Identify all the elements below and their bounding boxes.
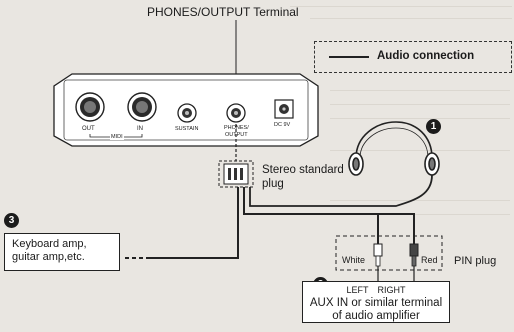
phones-label-line2: OUTPUT <box>225 132 248 138</box>
stereo-standard-plug-icon <box>218 160 254 188</box>
red-pin-plug-icon <box>409 243 419 267</box>
pin-plug-label: PIN plug <box>454 255 497 267</box>
amplifier-box: LEFT RIGHT AUX IN or similar terminal of… <box>302 281 450 323</box>
dc-label: DC 9V <box>274 122 291 128</box>
stereo-plug-label-line2: plug <box>262 178 284 190</box>
badge-3: 3 <box>4 213 19 228</box>
cable-to-amplifier <box>243 187 379 244</box>
keyboard-amp-box: Keyboard amp, guitar amp,etc. <box>4 233 120 271</box>
legend-box: Audio connection <box>314 41 512 73</box>
headphones-icon <box>348 121 440 176</box>
keyboard-amp-line1: Keyboard amp, <box>12 238 87 250</box>
stereo-plug-label-line1: Stereo standard <box>262 164 344 176</box>
midi-in-label: IN <box>137 126 143 132</box>
midi-label: MIDI <box>110 134 124 140</box>
panel-inner-frame <box>63 79 309 141</box>
midi-out-label: OUT <box>82 126 95 132</box>
amp-label-line2: of audio amplifier <box>332 310 420 322</box>
headphones-cable <box>249 174 433 207</box>
instrument-back-panel <box>53 73 319 147</box>
diagram-title: PHONES/OUTPUT Terminal <box>147 5 299 19</box>
legend-line-sample <box>329 56 369 58</box>
cable-to-keyboard-amp <box>150 187 239 259</box>
pin-plug-dashed-box <box>335 235 443 271</box>
keyboard-amp-line2: guitar amp,etc. <box>12 251 85 263</box>
amp-label-line1: AUX IN or similar terminal <box>309 297 443 309</box>
phones-label-line1: PHONES/ <box>224 125 249 131</box>
badge-1: 1 <box>426 119 441 134</box>
cable-to-amplifier-right <box>244 213 415 244</box>
left-label: LEFT <box>346 285 369 295</box>
white-pin-plug-icon <box>373 243 383 267</box>
right-label: RIGHT <box>377 285 406 295</box>
white-label: White <box>342 255 366 265</box>
red-label: Red <box>421 255 438 265</box>
sustain-label: SUSTAIN <box>175 126 199 132</box>
legend-label: Audio connection <box>377 50 475 62</box>
